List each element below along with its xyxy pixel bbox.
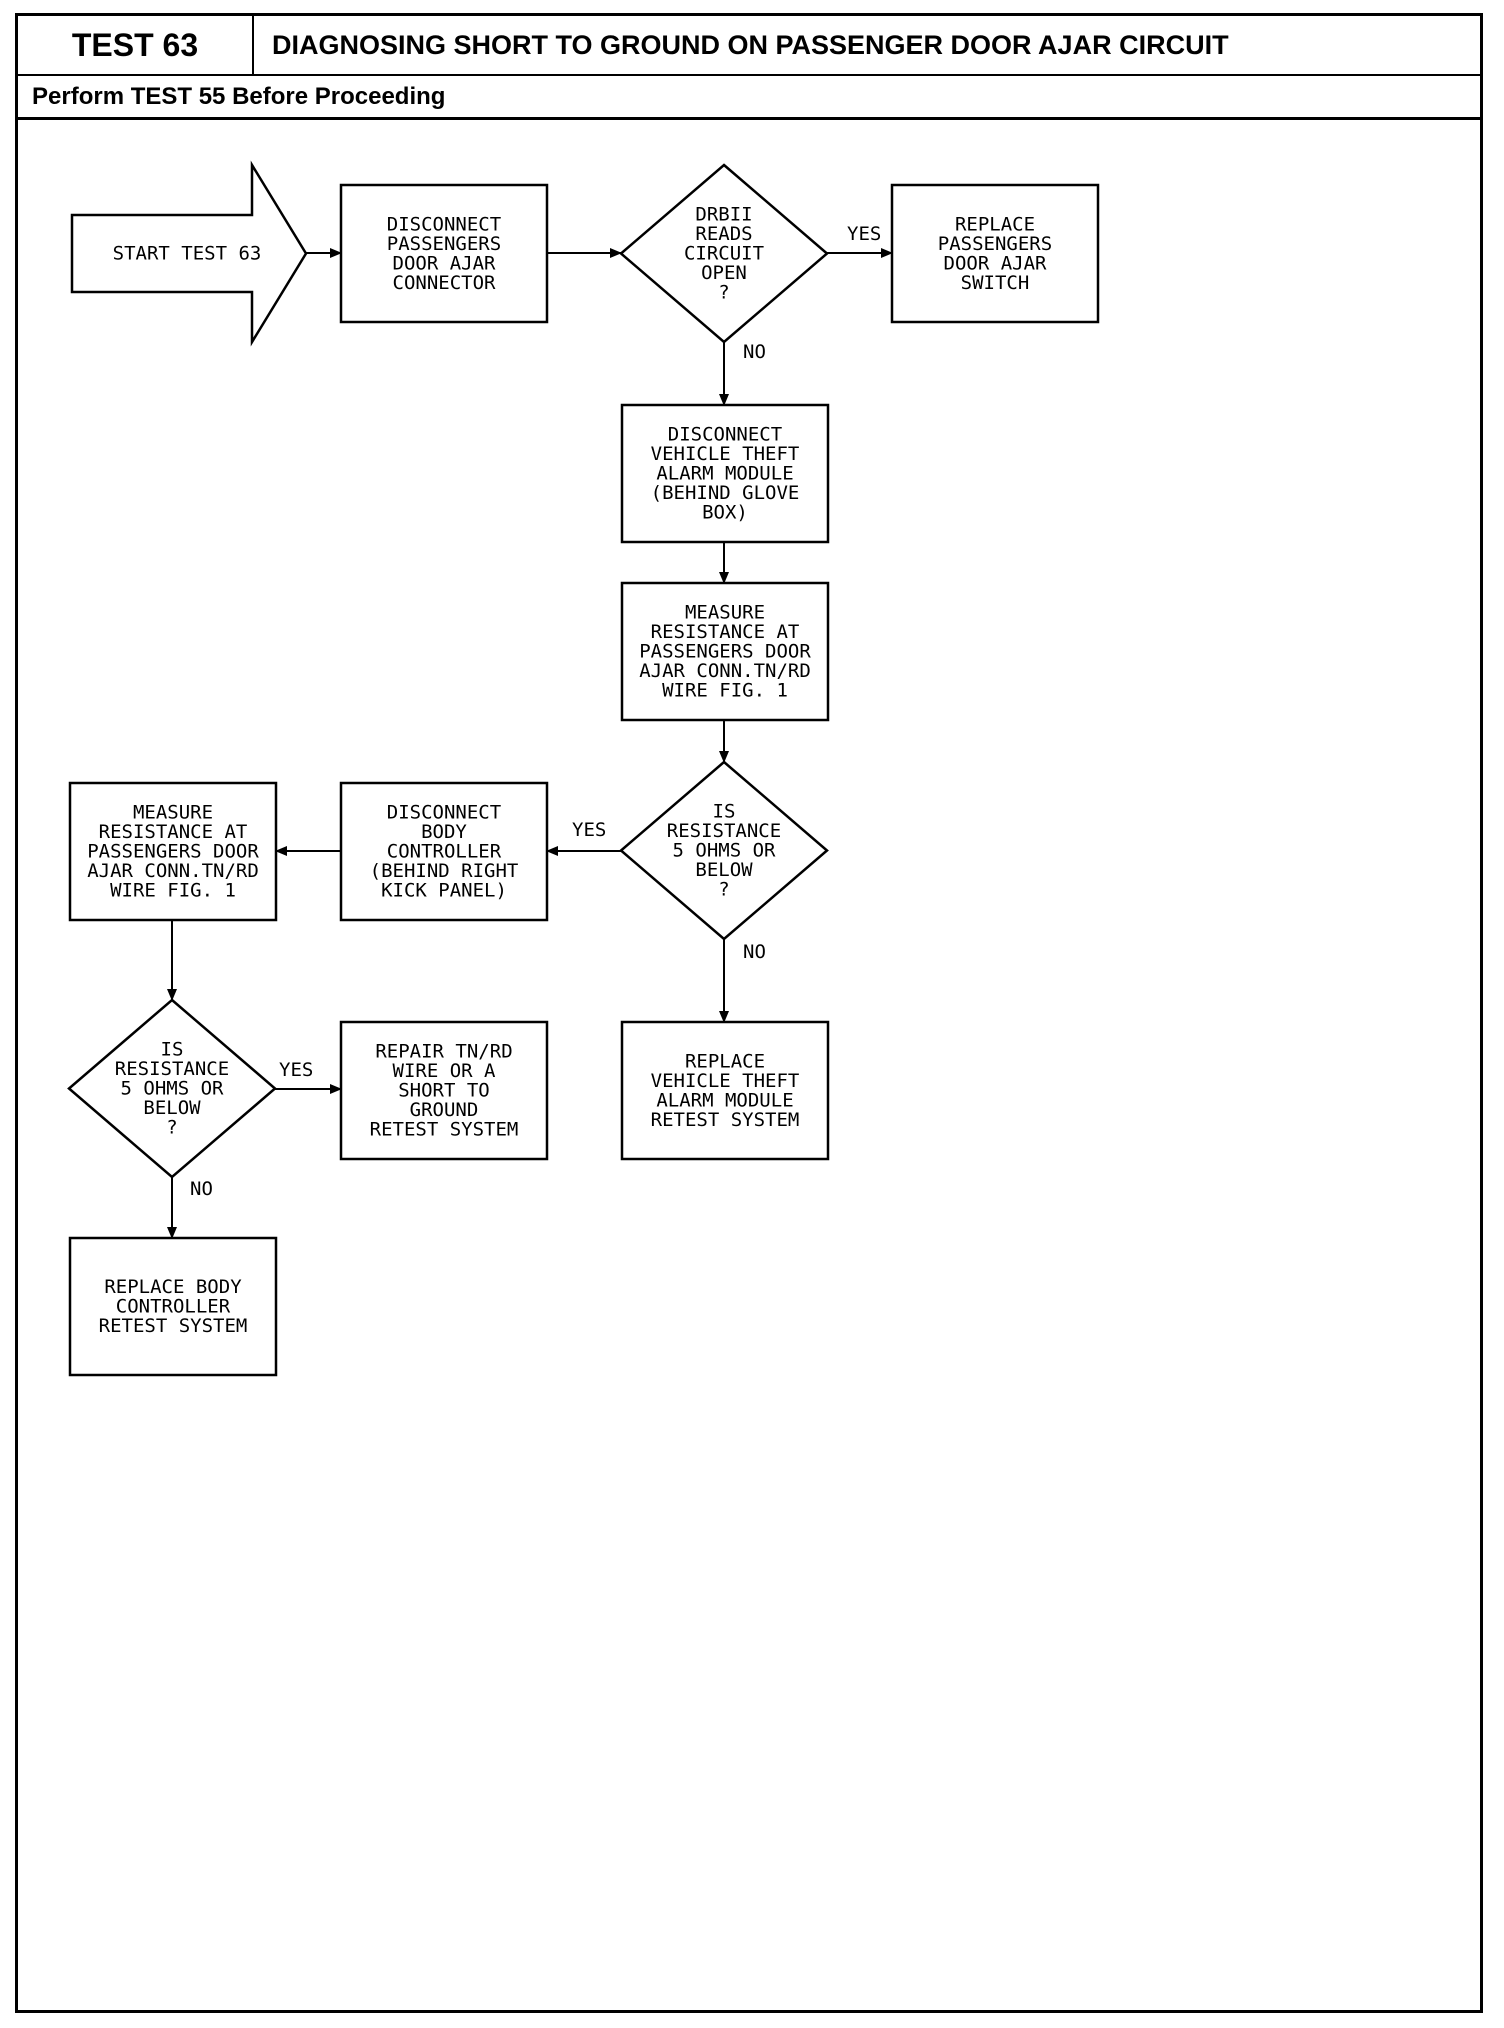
node-text-line: BELOW xyxy=(695,859,753,881)
node-text-line: KICK PANEL) xyxy=(381,880,507,902)
edge-label-no: NO xyxy=(743,341,766,363)
node-text-line: RESISTANCE xyxy=(667,820,781,842)
header-row: TEST 63 DIAGNOSING SHORT TO GROUND ON PA… xyxy=(18,16,1480,76)
node-text-line: MEASURE xyxy=(685,602,765,624)
edge-label-no: NO xyxy=(190,1178,213,1200)
node-text-line: IS xyxy=(713,801,736,823)
node-text-line: AJAR CONN.TN/RD xyxy=(87,860,259,882)
node-text-line: DOOR AJAR xyxy=(944,252,1048,274)
page-frame: TEST 63 DIAGNOSING SHORT TO GROUND ON PA… xyxy=(15,13,1483,2013)
decision-diamond xyxy=(67,998,277,1179)
node-text-line: SWITCH xyxy=(961,272,1030,294)
node-text-line: REPLACE BODY xyxy=(104,1276,242,1298)
node-text-line: DISCONNECT xyxy=(668,424,782,446)
node-text-line: START TEST 63 xyxy=(113,243,262,265)
node-text-line: RESISTANCE AT xyxy=(99,821,248,843)
node-text-line: DISCONNECT xyxy=(387,213,501,235)
edge-label-yes: YES xyxy=(847,223,881,245)
node-text-line: PASSENGERS xyxy=(938,233,1052,255)
node-text-line: PASSENGERS xyxy=(387,233,501,255)
node-text-line: AJAR CONN.TN/RD xyxy=(639,660,811,682)
node-text-line: (BEHIND RIGHT xyxy=(370,860,519,882)
node-text-line: CONTROLLER xyxy=(116,1296,231,1318)
page-title: DIAGNOSING SHORT TO GROUND ON PASSENGER … xyxy=(272,29,1229,60)
node-text-line: IS xyxy=(161,1039,184,1061)
node-text-line: OPEN xyxy=(701,262,747,284)
node-text-line: DRBII xyxy=(695,204,752,226)
process-box xyxy=(68,1236,278,1377)
node-text-line: WIRE OR A xyxy=(393,1060,497,1082)
node-text-line: ? xyxy=(718,879,729,901)
edge-label-no: NO xyxy=(743,941,766,963)
edge-label-yes: YES xyxy=(279,1059,313,1081)
node-text-line: ALARM MODULE xyxy=(656,1089,793,1111)
node-text-line: MEASURE xyxy=(133,802,213,824)
node-text-line: WIRE FIG. 1 xyxy=(110,880,236,902)
node-text-line: PASSENGERS DOOR xyxy=(639,641,811,663)
prerequisite-note: Perform TEST 55 Before Proceeding xyxy=(32,82,446,110)
node-text-line: RETEST SYSTEM xyxy=(99,1315,248,1337)
node-text-line: (BEHIND GLOVE xyxy=(651,482,800,504)
node-text-line: RETEST SYSTEM xyxy=(651,1109,800,1131)
process-box xyxy=(68,781,278,922)
node-text-line: GROUND xyxy=(410,1099,479,1121)
test-number: TEST 63 xyxy=(18,16,254,74)
process-box xyxy=(339,781,549,922)
process-box xyxy=(620,403,830,544)
node-text-line: ? xyxy=(718,282,729,304)
node-text-line: PASSENGERS DOOR xyxy=(87,841,259,863)
node-text-line: BELOW xyxy=(143,1097,201,1119)
node-text-line: 5 OHMS OR xyxy=(121,1078,225,1100)
node-text-line: RETEST SYSTEM xyxy=(370,1119,519,1141)
node-text-line: BODY xyxy=(421,821,467,843)
process-box xyxy=(620,581,830,722)
node-text-line: WIRE FIG. 1 xyxy=(662,680,788,702)
decision-diamond xyxy=(619,163,829,344)
node-text-line: READS xyxy=(695,223,752,245)
node-text-line: REPLACE xyxy=(685,1050,765,1072)
node-text-line: SHORT TO xyxy=(398,1080,490,1102)
node-text-line: BOX) xyxy=(702,502,748,524)
process-box xyxy=(339,183,549,324)
node-text-line: REPAIR TN/RD xyxy=(375,1041,512,1063)
node-text-line: RESISTANCE AT xyxy=(651,621,800,643)
node-text-line: REPLACE xyxy=(955,213,1035,235)
node-text-line: CONTROLLER xyxy=(387,841,502,863)
node-text-line: DISCONNECT xyxy=(387,802,501,824)
node-text-line: CIRCUIT xyxy=(684,243,764,265)
node-text-line: RESISTANCE xyxy=(115,1058,229,1080)
node-text-line: VEHICLE THEFT xyxy=(651,443,800,465)
edge-label-yes: YES xyxy=(572,819,606,841)
process-box xyxy=(890,183,1100,324)
node-text-line: ? xyxy=(166,1117,177,1139)
decision-diamond xyxy=(619,760,829,941)
node-text-line: ALARM MODULE xyxy=(656,463,793,485)
process-box xyxy=(620,1020,830,1161)
node-text-line: DOOR AJAR xyxy=(393,252,497,274)
node-text-line: CONNECTOR xyxy=(393,272,497,294)
prerequisite-row: Perform TEST 55 Before Proceeding xyxy=(18,76,1480,120)
node-text-line: 5 OHMS OR xyxy=(673,840,777,862)
node-text-line: VEHICLE THEFT xyxy=(651,1070,800,1092)
start-arrow xyxy=(70,160,308,347)
node-start: START TEST 63 xyxy=(70,160,308,347)
process-box xyxy=(339,1020,549,1161)
